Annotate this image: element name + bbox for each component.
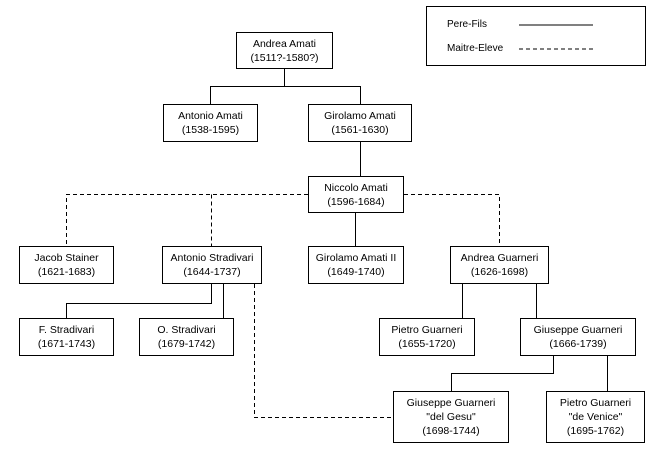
node-dates: (1649-1740) [327,266,385,278]
edge-andrea-amati-to-girolamo-amati [284,86,361,104]
edge-niccolo-amati-to-jacob-stainer [66,194,308,246]
legend-solid-label: Pere-Fils [447,19,488,30]
node-name: Giuseppe Guarneri [533,324,623,336]
node-name: Andrea Amati [252,37,317,50]
node-giuseppe-guarneri-del-gesu: Giuseppe Guarneri "del Gesu" (1698-1744) [393,391,509,443]
node-andrea-amati: Andrea Amati (1511?-1580?) [236,32,333,69]
edge-andrea-amati-to-antonio-amati [210,69,285,104]
edge-giuseppe-guarneri-to-del-gesu [451,356,554,391]
node-dates: (1671-1743) [37,338,96,350]
node-name: O. Stradivari [157,324,216,336]
node-name: Pietro Guarneri [559,397,632,409]
node-pietro-guarneri-de-venice: Pietro Guarneri "de Venice" (1695-1762) [546,391,645,443]
legend-dashed-line [519,48,593,50]
node-name: Giuseppe Guarneri [406,397,496,409]
legend: Pere-Fils Maitre-Eleve [426,6,646,66]
node-antonio-stradivari: Antonio Stradivari (1644-1737) [162,246,262,284]
node-nickname: "de Venice" [568,411,623,423]
node-name: Girolamo Amati II [315,252,397,264]
legend-dashed-label: Maitre-Eleve [447,43,504,54]
node-andrea-guarneri: Andrea Guarneri (1626-1698) [450,246,549,284]
node-name: Antonio Amati [178,110,243,122]
node-name: Pietro Guarneri [391,324,463,336]
node-giuseppe-guarneri: Giuseppe Guarneri (1666-1739) [520,318,636,356]
node-girolamo-amati-ii: Girolamo Amati II (1649-1740) [308,246,404,284]
node-niccolo-amati: Niccolo Amati (1596-1684) [308,176,404,213]
node-dates: (1644-1737) [183,266,241,278]
node-name: F. Stradivari [38,324,95,336]
node-dates: (1655-1720) [398,338,456,350]
node-dates: (1695-1762) [566,425,625,437]
node-nickname: "del Gesu" [426,411,476,423]
node-dates: (1561-1630) [331,124,389,136]
node-name: Jacob Stainer [34,252,99,264]
node-dates: (1511?-1580?) [250,51,319,64]
node-dates: (1698-1744) [422,425,480,437]
edge-stradivari-to-f-stradivari [66,284,212,318]
node-name: Andrea Guarneri [460,252,539,264]
node-name: Niccolo Amati [324,181,388,194]
node-o-stradivari: O. Stradivari (1679-1742) [139,318,234,356]
node-name: Girolamo Amati [324,110,396,122]
node-f-stradivari: F. Stradivari (1671-1743) [19,318,114,356]
node-girolamo-amati: Girolamo Amati (1561-1630) [308,104,412,142]
node-dates: (1679-1742) [157,338,216,350]
node-pietro-guarneri: Pietro Guarneri (1655-1720) [379,318,475,356]
legend-solid-line [519,24,593,26]
node-jacob-stainer: Jacob Stainer (1621-1683) [19,246,114,284]
node-dates: (1621-1683) [37,266,96,278]
node-dates: (1626-1698) [470,266,529,278]
edge-stradivari-to-del-gesu [254,284,393,418]
node-dates: (1666-1739) [549,338,607,350]
edge-niccolo-amati-to-andrea-guarneri [404,194,500,246]
node-name: Antonio Stradivari [170,252,254,264]
node-antonio-amati: Antonio Amati (1538-1595) [163,104,258,142]
node-dates: (1538-1595) [181,124,240,136]
node-dates: (1596-1684) [327,195,385,208]
